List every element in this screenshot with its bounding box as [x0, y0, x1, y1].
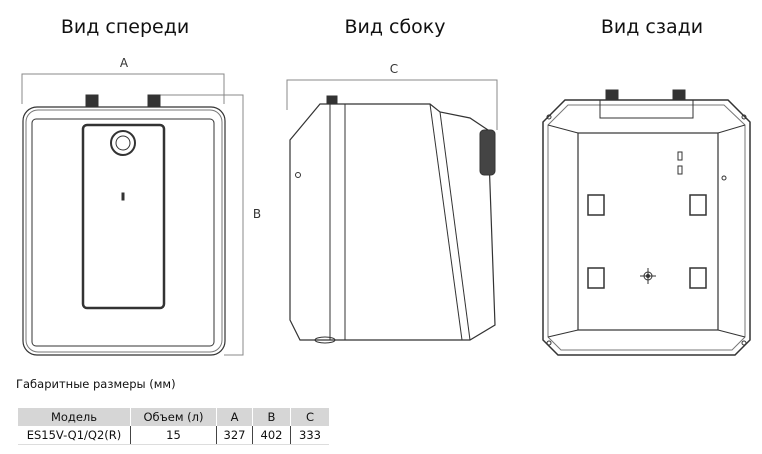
dimensions-caption: Габаритные размеры (мм)	[16, 377, 176, 391]
header-volume: Объем (л)	[130, 408, 217, 426]
power-indicator-icon	[121, 192, 125, 201]
cell-b: 402	[252, 426, 291, 445]
cell-volume: 15	[130, 426, 217, 445]
dimension-a-label: A	[119, 56, 129, 70]
header-model: Модель	[18, 408, 131, 426]
dimension-c-label: C	[389, 62, 399, 76]
side-view-title: Вид сбоку	[344, 16, 446, 38]
rear-view-title: Вид сзади	[600, 16, 704, 38]
header-b: B	[252, 408, 291, 426]
cell-c: 333	[290, 426, 329, 445]
header-c: C	[290, 408, 329, 426]
header-a: A	[216, 408, 253, 426]
table-header-row: Модель Объем (л) A B C	[18, 408, 329, 426]
cell-model: ES15V-Q1/Q2(R)	[18, 426, 131, 445]
table-row: ES15V-Q1/Q2(R) 15 327 402 333	[18, 426, 329, 445]
dimensions-table: Модель Объем (л) A B C ES15V-Q1/Q2(R) 15…	[18, 408, 329, 445]
side-view-drawing	[286, 79, 498, 344]
front-view-drawing	[21, 73, 244, 356]
front-view-title: Вид спереди	[60, 16, 190, 38]
rear-view-drawing	[542, 89, 751, 356]
cell-a: 327	[216, 426, 253, 445]
dimension-b-label: B	[252, 207, 262, 221]
